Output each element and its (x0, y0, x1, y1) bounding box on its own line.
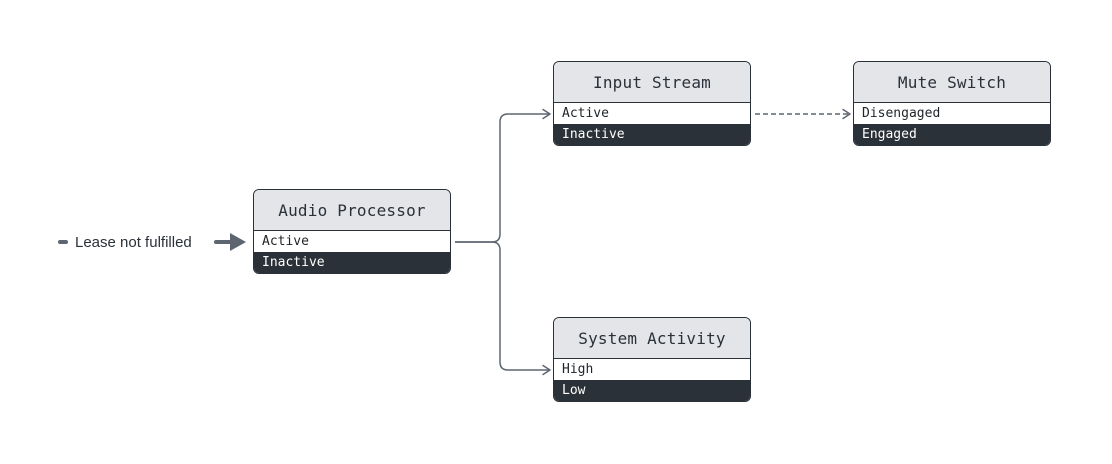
connector-audio-to-system-activity (455, 241, 551, 376)
node-audio-processor[interactable]: Audio Processor Active Inactive (253, 189, 451, 274)
entry-label: Lease not fulfilled (75, 233, 192, 251)
entry-condition: Lease not fulfilled (58, 231, 192, 253)
node-title: Mute Switch (854, 62, 1050, 103)
node-title: Audio Processor (254, 190, 450, 231)
node-title: Input Stream (554, 62, 750, 103)
state-active[interactable]: Active (554, 103, 750, 124)
state-disengaged[interactable]: Disengaged (854, 103, 1050, 124)
node-title: System Activity (554, 318, 750, 359)
entry-dash-icon (58, 240, 68, 244)
node-system-activity[interactable]: System Activity High Low (553, 317, 751, 402)
state-low[interactable]: Low (554, 380, 750, 401)
state-high[interactable]: High (554, 359, 750, 380)
state-active[interactable]: Active (254, 231, 450, 252)
entry-arrow (214, 233, 246, 251)
state-engaged[interactable]: Engaged (854, 124, 1050, 145)
state-inactive[interactable]: Inactive (554, 124, 750, 145)
node-input-stream[interactable]: Input Stream Active Inactive (553, 61, 751, 146)
node-mute-switch[interactable]: Mute Switch Disengaged Engaged (853, 61, 1051, 146)
state-inactive[interactable]: Inactive (254, 252, 450, 273)
connector-audio-to-input-stream (455, 108, 551, 243)
